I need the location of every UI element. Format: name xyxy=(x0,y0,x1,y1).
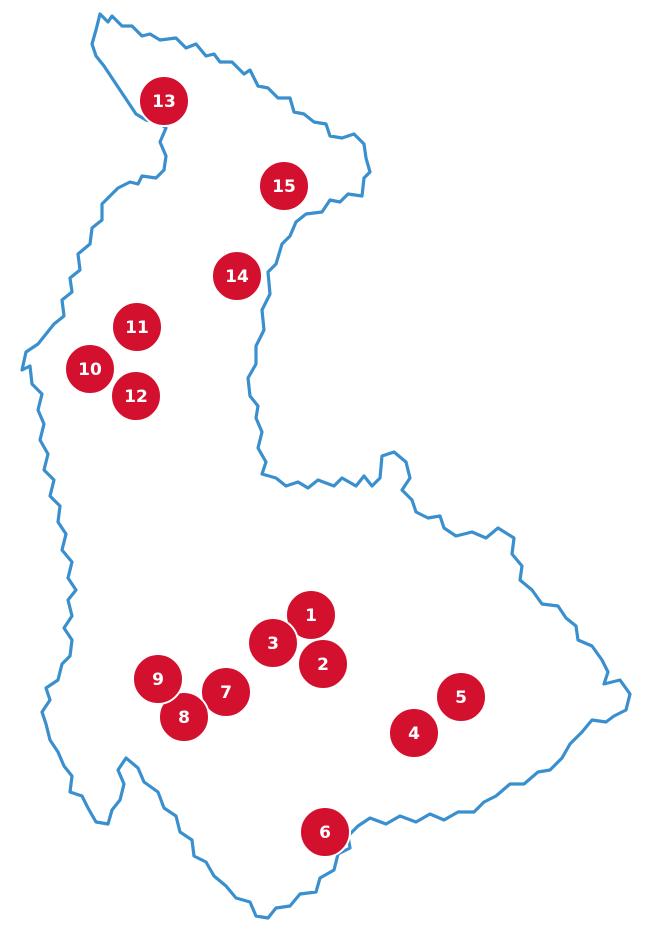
map-marker-5[interactable]: 5 xyxy=(435,671,487,723)
map-marker-circle xyxy=(285,589,337,641)
map-marker-label: 14 xyxy=(225,267,249,287)
map-marker-12[interactable]: 12 xyxy=(110,370,162,422)
map-marker-circle xyxy=(110,370,162,422)
map-marker-10[interactable]: 10 xyxy=(64,343,116,395)
map-marker-8[interactable]: 8 xyxy=(158,691,210,743)
map-marker-4[interactable]: 4 xyxy=(388,707,440,759)
map-marker-circle xyxy=(200,666,252,718)
map-marker-2[interactable]: 2 xyxy=(297,638,349,690)
map-marker-circle xyxy=(132,653,184,705)
region-border xyxy=(20,12,632,920)
map-marker-label: 15 xyxy=(272,177,296,197)
map-marker-label: 10 xyxy=(78,360,102,380)
map-marker-11[interactable]: 11 xyxy=(111,301,163,353)
map-marker-label: 8 xyxy=(178,708,190,728)
map-marker-13[interactable]: 13 xyxy=(138,75,190,127)
map-marker-circle xyxy=(64,343,116,395)
map-marker-9[interactable]: 9 xyxy=(132,653,184,705)
map-marker-circle xyxy=(138,75,190,127)
map-marker-15[interactable]: 15 xyxy=(258,160,310,212)
map-marker-label: 11 xyxy=(125,318,149,338)
map-marker-label: 5 xyxy=(455,688,467,708)
map-marker-14[interactable]: 14 xyxy=(211,250,263,302)
map-marker-circle xyxy=(299,806,351,858)
map-marker-circle xyxy=(435,671,487,723)
map-marker-circle xyxy=(247,617,299,669)
map-marker-3[interactable]: 3 xyxy=(247,617,299,669)
map-marker-7[interactable]: 7 xyxy=(200,666,252,718)
map-marker-label: 4 xyxy=(408,724,420,744)
map-marker-circle xyxy=(111,301,163,353)
map-marker-circle xyxy=(258,160,310,212)
map-marker-circle xyxy=(158,691,210,743)
map-marker-circle xyxy=(211,250,263,302)
map-marker-circle xyxy=(388,707,440,759)
map-marker-label: 9 xyxy=(152,670,164,690)
map-marker-6[interactable]: 6 xyxy=(299,806,351,858)
map-marker-label: 12 xyxy=(124,387,148,407)
map-marker-label: 1 xyxy=(305,606,317,626)
map-marker-1[interactable]: 1 xyxy=(285,589,337,641)
map-marker-label: 3 xyxy=(267,634,279,654)
map-marker-label: 6 xyxy=(319,823,331,843)
map-marker-label: 2 xyxy=(317,655,329,675)
map-marker-label: 13 xyxy=(152,92,176,112)
map-marker-circle xyxy=(297,638,349,690)
map-marker-label: 7 xyxy=(220,683,232,703)
